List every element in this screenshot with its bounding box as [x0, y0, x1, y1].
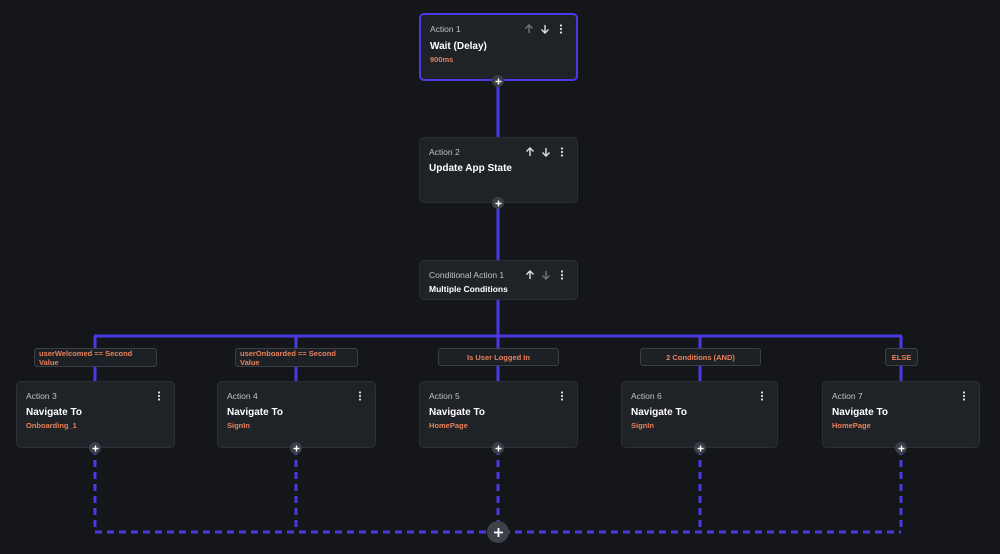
add-action-button[interactable]	[895, 442, 907, 454]
add-action-button[interactable]	[694, 442, 706, 454]
action-title: Navigate To	[26, 407, 82, 418]
arrow-up-icon[interactable]	[523, 23, 535, 35]
more-vertical-icon[interactable]	[555, 23, 567, 35]
condition-text-continued: Value	[240, 357, 260, 367]
more-vertical-icon[interactable]	[556, 146, 568, 158]
arrow-down-icon[interactable]	[540, 269, 552, 281]
action-parameter: HomePage	[429, 421, 468, 430]
plus-icon	[493, 527, 503, 537]
add-action-button[interactable]	[492, 442, 504, 454]
action-card-1[interactable]: Action 1 Wait (Delay) 900ms	[419, 13, 578, 81]
action-title: Navigate To	[227, 407, 283, 418]
more-vertical-icon[interactable]	[354, 390, 366, 402]
condition-text: Is User Logged In	[467, 352, 530, 362]
add-action-button[interactable]	[290, 442, 302, 454]
action-card-2[interactable]: Action 2 Update App State	[419, 137, 578, 203]
action-kicker: Action 6	[631, 391, 662, 401]
action-card-3[interactable]: Action 3 Navigate To Onboarding_1	[16, 381, 175, 448]
condition-text: 2 Conditions (AND)	[666, 352, 735, 362]
condition-label-4[interactable]: 2 Conditions (AND)	[640, 348, 761, 366]
add-action-button[interactable]	[89, 442, 101, 454]
arrow-down-icon[interactable]	[540, 146, 552, 158]
action-title: Navigate To	[832, 407, 888, 418]
arrow-down-icon[interactable]	[539, 23, 551, 35]
condition-label-else[interactable]: ELSE	[885, 348, 918, 366]
add-action-button[interactable]	[492, 197, 504, 209]
action-kicker: Action 2	[429, 147, 460, 157]
more-vertical-icon[interactable]	[153, 390, 165, 402]
action-parameter: HomePage	[832, 421, 871, 430]
plus-icon	[92, 445, 98, 451]
more-vertical-icon[interactable]	[958, 390, 970, 402]
condition-label-3[interactable]: Is User Logged In	[438, 348, 559, 366]
condition-text-continued: Value	[39, 357, 59, 367]
more-vertical-icon[interactable]	[556, 390, 568, 402]
action-card-5[interactable]: Action 5 Navigate To HomePage	[419, 381, 578, 448]
action-parameter: 900ms	[430, 55, 454, 64]
action-kicker: Conditional Action 1	[429, 270, 505, 280]
action-card-6[interactable]: Action 6 Navigate To SignIn	[621, 381, 778, 448]
plus-icon	[495, 200, 501, 206]
plus-icon	[293, 445, 299, 451]
action-kicker: Action 7	[832, 391, 863, 401]
action-title: Navigate To	[429, 407, 485, 418]
action-kicker: Action 5	[429, 391, 460, 401]
conditional-action-card[interactable]: Conditional Action 1 Multiple Conditions	[419, 260, 578, 300]
action-title: Navigate To	[631, 407, 687, 418]
action-parameter: SignIn	[227, 421, 250, 430]
more-vertical-icon[interactable]	[556, 269, 568, 281]
plus-icon	[495, 445, 501, 451]
more-vertical-icon[interactable]	[756, 390, 768, 402]
add-action-button[interactable]	[492, 75, 504, 87]
add-final-action-button[interactable]	[487, 521, 509, 543]
action-title: Wait (Delay)	[430, 41, 487, 52]
action-title: Update App State	[429, 163, 512, 174]
plus-icon	[495, 78, 501, 84]
action-kicker: Action 3	[26, 391, 57, 401]
arrow-up-icon[interactable]	[524, 146, 536, 158]
action-kicker: Action 4	[227, 391, 258, 401]
action-card-4[interactable]: Action 4 Navigate To SignIn	[217, 381, 376, 448]
plus-icon	[697, 445, 703, 451]
action-title: Multiple Conditions	[429, 284, 508, 294]
condition-text: userWelcomed == Second	[39, 348, 133, 358]
plus-icon	[898, 445, 904, 451]
action-card-7[interactable]: Action 7 Navigate To HomePage	[822, 381, 980, 448]
arrow-up-icon[interactable]	[524, 269, 536, 281]
action-parameter: Onboarding_1	[26, 421, 77, 430]
action-kicker: Action 1	[430, 24, 461, 34]
condition-text: userOnboarded == Second	[240, 348, 336, 358]
action-parameter: SignIn	[631, 421, 654, 430]
condition-text: ELSE	[891, 352, 912, 362]
